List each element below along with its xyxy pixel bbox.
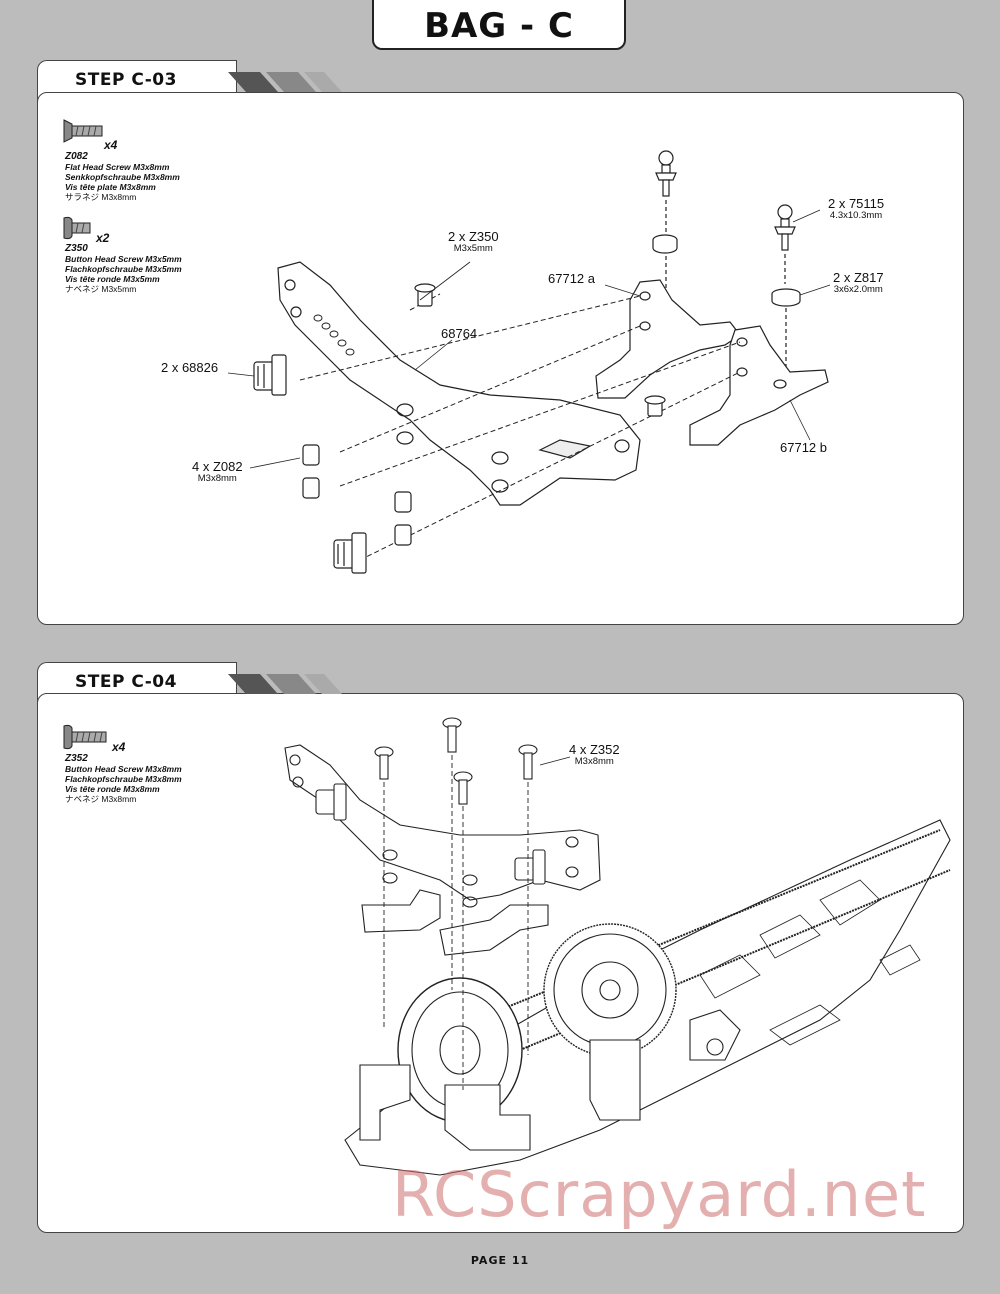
z352-qty: x4 [112,740,126,754]
step-c04-assembly-diagram [284,717,951,1176]
step-c04-stripes [228,674,342,694]
spur-gear [543,923,677,1057]
z352-button-screw-icon [63,724,107,750]
step-c04-title: STEP C-04 [75,672,177,692]
step-c03-panel [37,92,964,625]
callout-67712a: 67712 a [548,271,595,286]
callout-75115: 2 x 75115 4.3x10.3mm [828,196,885,221]
nut-68826-b [333,532,367,574]
callout-z352: 4 x Z352 M3x8mm [569,742,620,767]
z352-legend: Z352 Button Head Screw M3x8mm Flachkopfs… [65,753,182,805]
callout-z817: 2 x Z817 3x6x2.0mm [833,270,884,295]
z350-qty: x2 [96,231,110,245]
step-c03-stripes [228,72,342,92]
page-number: PAGE 11 [470,1254,530,1267]
bag-header: BAG - C [372,0,626,50]
callout-68826: 2 x 68826 [161,360,219,375]
z350-button-screw-icon [63,216,91,240]
ball-stud-b [774,204,796,284]
callout-67712b: 67712 b [780,440,827,455]
callout-68764: 68764 [441,326,478,341]
screws-z352 [374,717,538,805]
nut-68826-a [253,354,287,396]
step-c03-exploded-diagram [227,150,831,574]
watermark-text: RCScrapyard.net [392,1158,927,1231]
callout-z350: 2 x Z350 M3x5mm [448,229,499,254]
step-c03-title: STEP C-03 [75,70,177,90]
bag-title: BAG - C [424,6,574,46]
ball-stud-a [655,150,677,232]
callout-z082: 4 x Z082 M3x8mm [192,459,243,484]
z082-flat-screw-icon [63,119,103,143]
z350-legend: Z350 Button Head Screw M3x5mm Flachkopfs… [65,243,182,295]
z082-legend: Z082 Flat Head Screw M3x8mm Senkkopfschr… [65,151,180,203]
z082-qty: x4 [104,138,118,152]
